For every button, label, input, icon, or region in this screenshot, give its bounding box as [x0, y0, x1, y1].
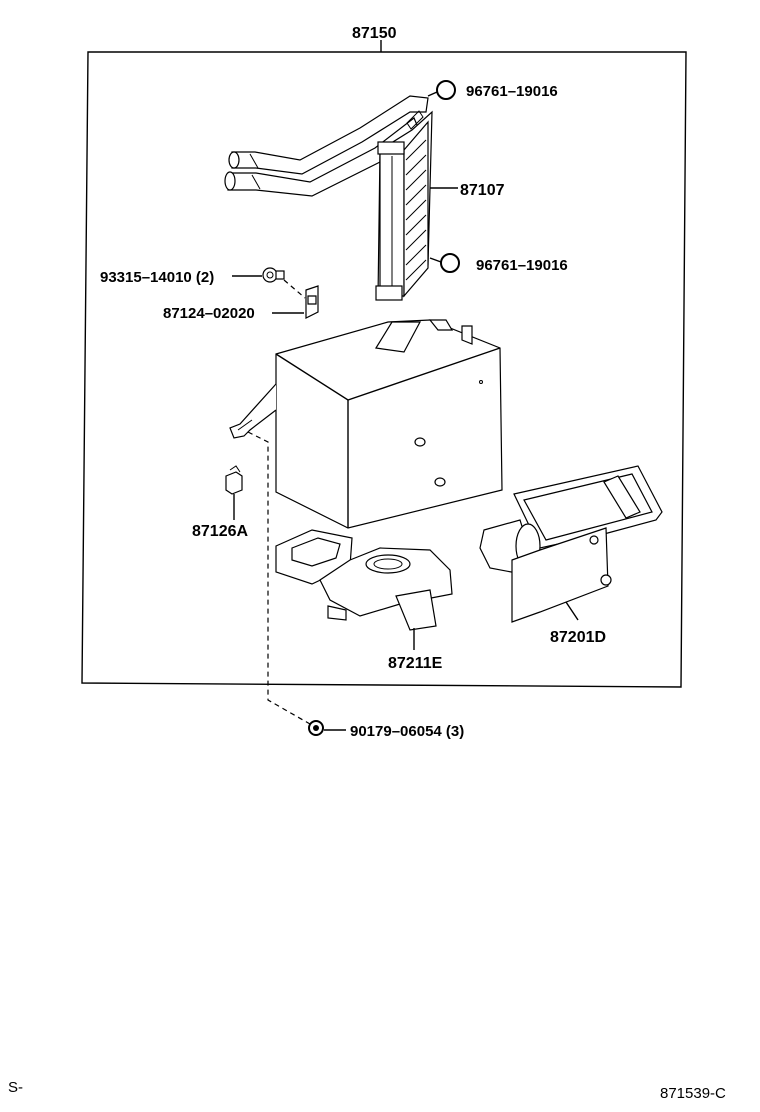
duct-left-label: 87211E [388, 655, 443, 672]
o-ring-top-label: 96761–19016 [466, 83, 558, 100]
assembly-number-label: 87150 [352, 25, 397, 42]
o-ring-bottom-label: 96761–19016 [476, 257, 568, 274]
screw-label: 93315–14010 (2) [100, 269, 214, 286]
o-ring-bottom-icon [440, 253, 460, 273]
duct-right-label: 87201D [550, 629, 606, 646]
heater-pipes [224, 95, 429, 197]
assembly-frame [81, 51, 687, 688]
sensor-label: 87126A [192, 523, 248, 540]
duct-left [275, 529, 453, 631]
clamp-label: 87124–02020 [163, 305, 255, 322]
sensor-icon [225, 465, 243, 495]
clamp-icon [305, 285, 319, 319]
footer-right-code: 871539-C [660, 1085, 726, 1102]
duct-right [479, 465, 663, 623]
screw-icon [262, 267, 285, 283]
footer-left-code: S- [8, 1079, 23, 1096]
o-ring-top-icon [436, 80, 456, 100]
nut-label: 90179–06054 (3) [350, 723, 464, 740]
heater-core [375, 110, 433, 301]
core-label: 87107 [460, 182, 505, 199]
heater-case [229, 319, 503, 529]
nut-icon [308, 720, 324, 736]
